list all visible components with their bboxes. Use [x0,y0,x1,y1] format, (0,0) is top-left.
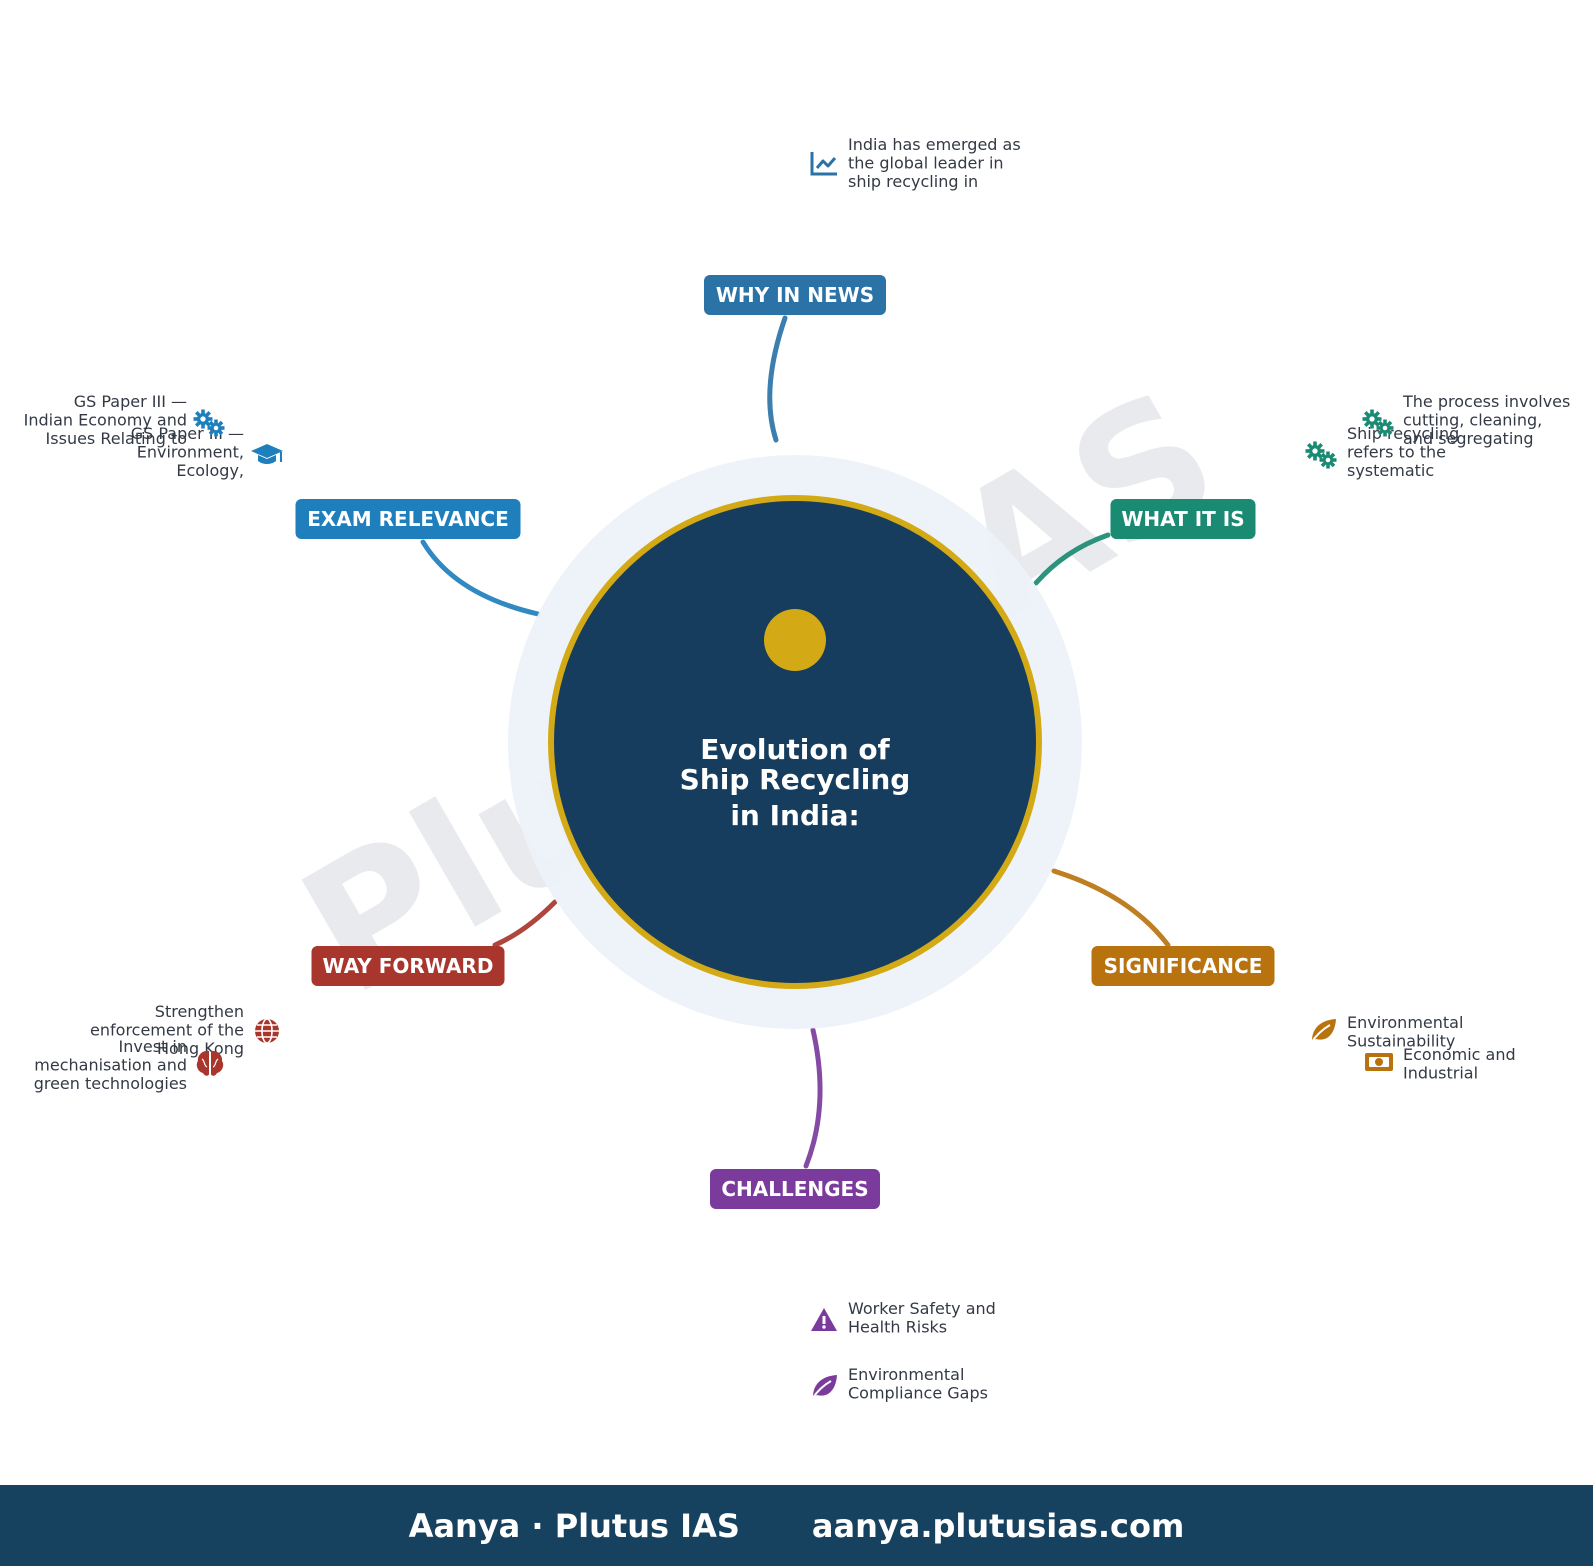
branch-pill-bg-exam-relevance [295,499,521,539]
item-text-way-forward-2-line-3: green technologies [34,1074,187,1093]
connector-why-in-news [767,315,788,443]
item-text-challenges-2-line-1: Environmental [848,1365,964,1384]
item-text-what-it-is-1-line-3: systematic [1347,461,1434,480]
item-text-why-in-news-1-line-3: ship recycling in [848,172,978,191]
item-text-way-forward-1-line-3: Hong Kong [157,1039,244,1058]
connector-challenges [803,1027,823,1169]
item-text-exam-relevance-2-line-3: Issues Relating to [46,429,187,448]
item-text-way-forward-2-line-1: Invest in [119,1037,187,1056]
chart-line-icon [810,152,837,176]
item-text-challenges-2-line-2: Compliance Gaps [848,1384,988,1403]
connector-exam-relevance [420,539,541,617]
branch-label-challenges: CHALLENGES [721,1177,868,1201]
item-text-why-in-news-1-line-2: the global leader in [848,154,1004,173]
branch-label-what-it-is: WHAT IT IS [1121,507,1244,531]
branch-pill-what-it-is: WHAT IT IS [1110,499,1256,539]
branch-pill-bg-what-it-is [1110,499,1256,539]
item-text-way-forward-1-line-2: enforcement of the [90,1021,244,1040]
branch-pill-why-in-news: WHY IN NEWS [704,275,886,315]
warning-icon [811,1308,837,1331]
branch-pill-bg-why-in-news [704,275,886,315]
central-title-line-3: in India: [730,799,859,832]
item-text-what-it-is-2-line-2: cutting, cleaning, [1403,411,1542,430]
item-text-significance-2-line-1: Economic and [1403,1045,1516,1064]
item-text-challenges-1-line-2: Health Risks [848,1318,947,1337]
branch-pill-bg-challenges [710,1169,880,1209]
leaf-icon [1310,1019,1336,1044]
branch-pill-bg-way-forward [311,946,505,986]
item-text-what-it-is-2-line-1: The process involves [1402,392,1570,411]
item-text-what-it-is-2-line-3: and segregating [1403,429,1534,448]
graduation-cap-icon [251,444,283,464]
connectors [420,315,1171,1169]
item-text-what-it-is-1-line-1: Ship recycling [1347,424,1459,443]
item-text-exam-relevance-1-line-3: Ecology, [176,461,244,480]
connector-significance [1051,868,1171,948]
branch-pill-way-forward: WAY FORWARD [311,946,505,986]
branch-label-way-forward: WAY FORWARD [323,954,494,978]
central-title-line-1: Evolution of [700,733,890,766]
branch-pill-exam-relevance: EXAM RELEVANCE [295,499,521,539]
item-text-exam-relevance-2-line-1: GS Paper III — [74,392,187,411]
money-icon [1365,1053,1393,1071]
branch-pill-significance: SIGNIFICANCE [1091,946,1275,986]
central-title-line-2: Ship Recycling [680,763,911,796]
item-text-significance-2-line-2: Industrial [1403,1064,1478,1083]
branch-pill-bg-significance [1091,946,1275,986]
item-text-why-in-news-1-line-1: India has emerged as [848,135,1021,154]
item-text-significance-1-line-1: Environmental [1347,1013,1463,1032]
footer-bar: Aanya · Plutus IAS aanya.plutusias.com [0,1485,1593,1566]
leaf-icon [811,1375,837,1400]
gears-icon [193,409,225,437]
footer-url: aanya.plutusias.com [811,1506,1185,1545]
item-text-exam-relevance-1-line-2: Environment, [137,443,244,462]
branch-label-significance: SIGNIFICANCE [1104,954,1263,978]
brain-icon [196,1050,224,1076]
item-text-way-forward-2-line-2: mechanisation and [34,1056,187,1075]
branch-labels: WHY IN NEWS WHAT IT IS SIGNIFICANCE CHALLEN… [295,275,1275,1209]
central-dot [764,609,826,671]
gears-icon [1362,409,1394,437]
central-node: Evolution of Ship Recycling in India: [508,455,1082,1029]
branch-label-why-in-news: WHY IN NEWS [716,283,874,307]
gears-icon [1305,441,1337,469]
item-text-challenges-1-line-1: Worker Safety and [848,1299,996,1318]
branch-pill-challenges: CHALLENGES [710,1169,880,1209]
item-text-significance-1-line-2: Sustainability [1347,1032,1455,1051]
item-text-exam-relevance-2-line-2: Indian Economy and [24,411,187,430]
connector-what-it-is [1033,532,1111,586]
branch-label-exam-relevance: EXAM RELEVANCE [307,507,509,531]
central-circle [548,495,1042,989]
item-text-way-forward-1-line-1: Strengthen [155,1002,244,1021]
globe-icon [255,1018,279,1044]
footer-brand: Aanya · Plutus IAS [408,1506,740,1545]
item-text-what-it-is-1-line-2: refers to the [1347,443,1446,462]
connector-way-forward [492,899,558,948]
